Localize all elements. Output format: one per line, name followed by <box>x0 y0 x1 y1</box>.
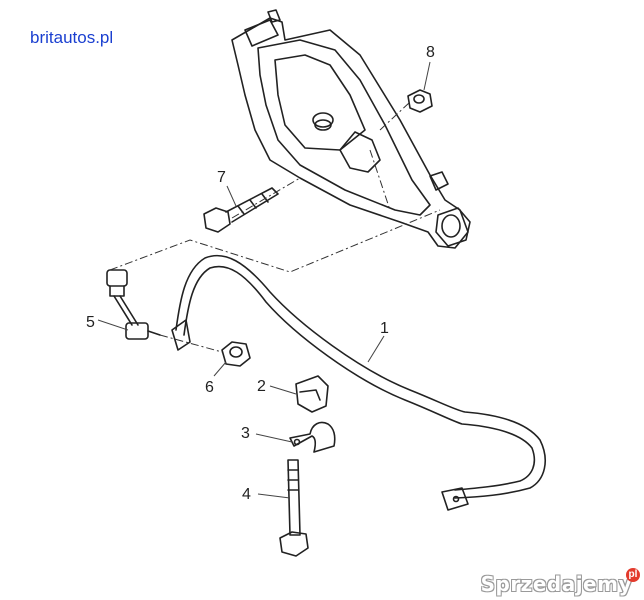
callout-5: 5 <box>86 314 95 331</box>
callout-7: 7 <box>217 169 226 186</box>
callout-3: 3 <box>241 425 250 442</box>
callout-4: 4 <box>242 486 251 503</box>
callout-8: 8 <box>426 44 435 61</box>
callout-6: 6 <box>205 379 214 396</box>
bush-2 <box>295 375 329 413</box>
watermark-logo: Sprzedajemy <box>480 572 632 596</box>
anti-roll-bar-1 <box>171 254 546 511</box>
control-arm <box>231 9 471 249</box>
callout-1: 1 <box>380 320 389 337</box>
source-label: britautos.pl <box>30 28 114 47</box>
clamp-3 <box>289 421 336 453</box>
callout-2: 2 <box>257 378 266 395</box>
bolt-4 <box>279 459 309 557</box>
nut-6 <box>221 341 251 367</box>
drop-link-5 <box>106 269 161 340</box>
bush-8 <box>407 89 433 113</box>
watermark-badge: pl <box>626 568 640 582</box>
bolt-7 <box>203 187 279 233</box>
